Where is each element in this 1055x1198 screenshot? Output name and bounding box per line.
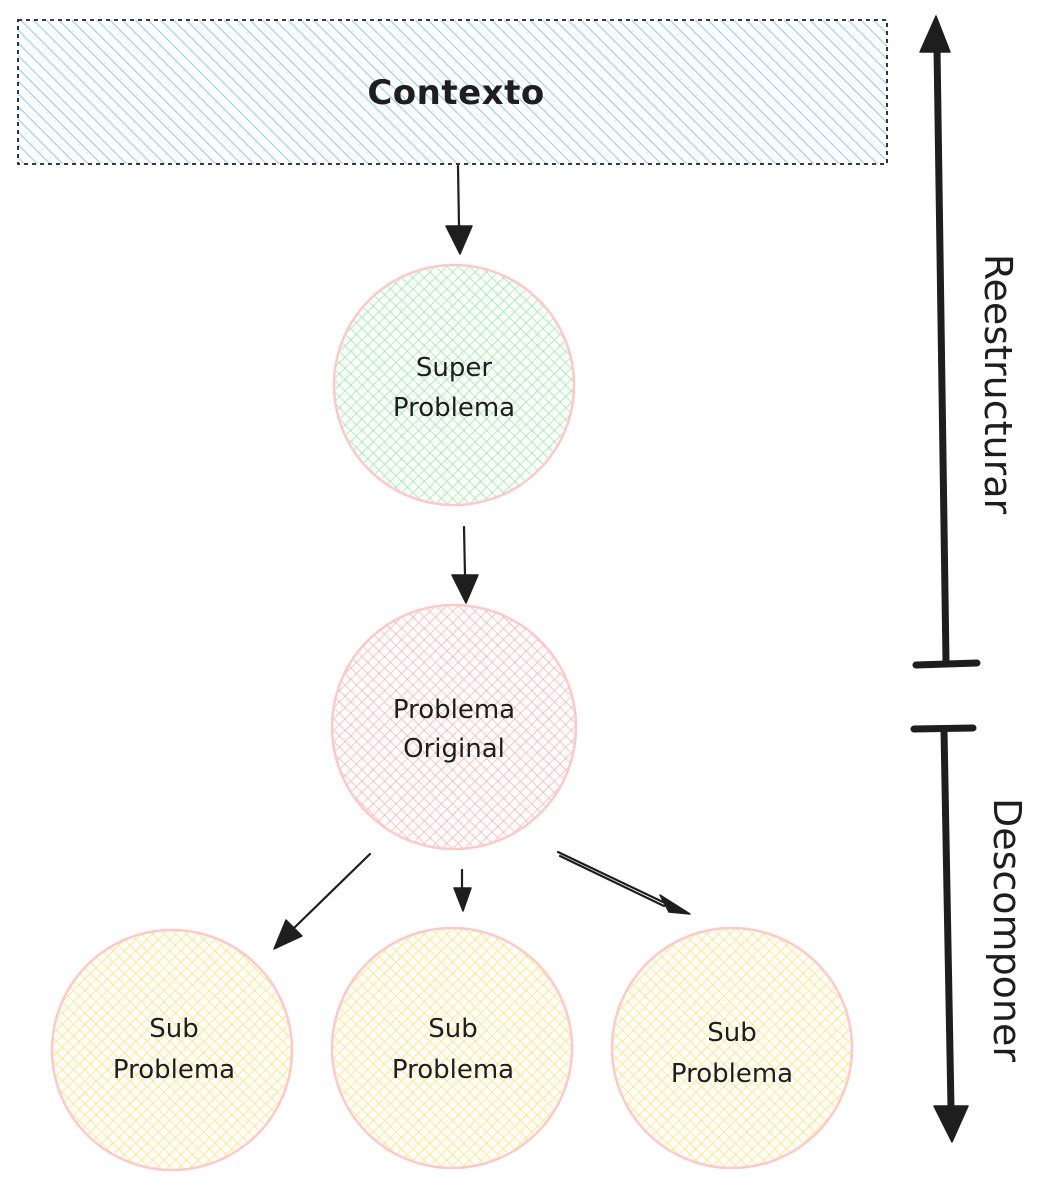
node-sub-problema-1[interactable]: Sub Problema [50, 928, 294, 1172]
label-reestructurar: Reestructurar [976, 254, 1020, 515]
descomponer-axis [910, 724, 977, 1143]
node-sub-problema-2[interactable]: Sub Problema [330, 926, 574, 1170]
arrow-original-to-sub-center [453, 868, 472, 912]
context-box[interactable]: Contexto [17, 19, 888, 165]
node-original-line1: Problema [393, 695, 515, 725]
arrow-up-icon [919, 15, 951, 53]
node-problema-original[interactable]: Problema Original [330, 603, 578, 851]
arrow-original-to-sub-right [556, 850, 691, 915]
label-descomponer: Descomponer [985, 798, 1029, 1062]
node-sub-problema-3[interactable]: Sub Problema [610, 926, 854, 1170]
reestructurar-axis [912, 15, 981, 669]
arrow-super-to-original [451, 525, 479, 604]
node-super-line2: Problema [393, 393, 515, 423]
context-label: Contexto [367, 73, 544, 113]
node-sub-1-line1: Sub [149, 1014, 199, 1044]
node-sub-3-line2: Problema [671, 1059, 793, 1089]
node-super-line1: Super [416, 353, 492, 383]
node-sub-3-line1: Sub [707, 1018, 757, 1048]
arrow-original-to-sub-left [273, 852, 372, 950]
node-original-line2: Original [403, 734, 505, 764]
node-sub-2-line1: Sub [428, 1014, 478, 1044]
node-sub-2-line2: Problema [392, 1055, 514, 1085]
node-sub-1-line2: Problema [113, 1055, 235, 1085]
arrow-down-icon [933, 1105, 969, 1143]
arrow-context-to-super [445, 164, 473, 255]
node-super-problema[interactable]: Super Problema [332, 263, 576, 507]
